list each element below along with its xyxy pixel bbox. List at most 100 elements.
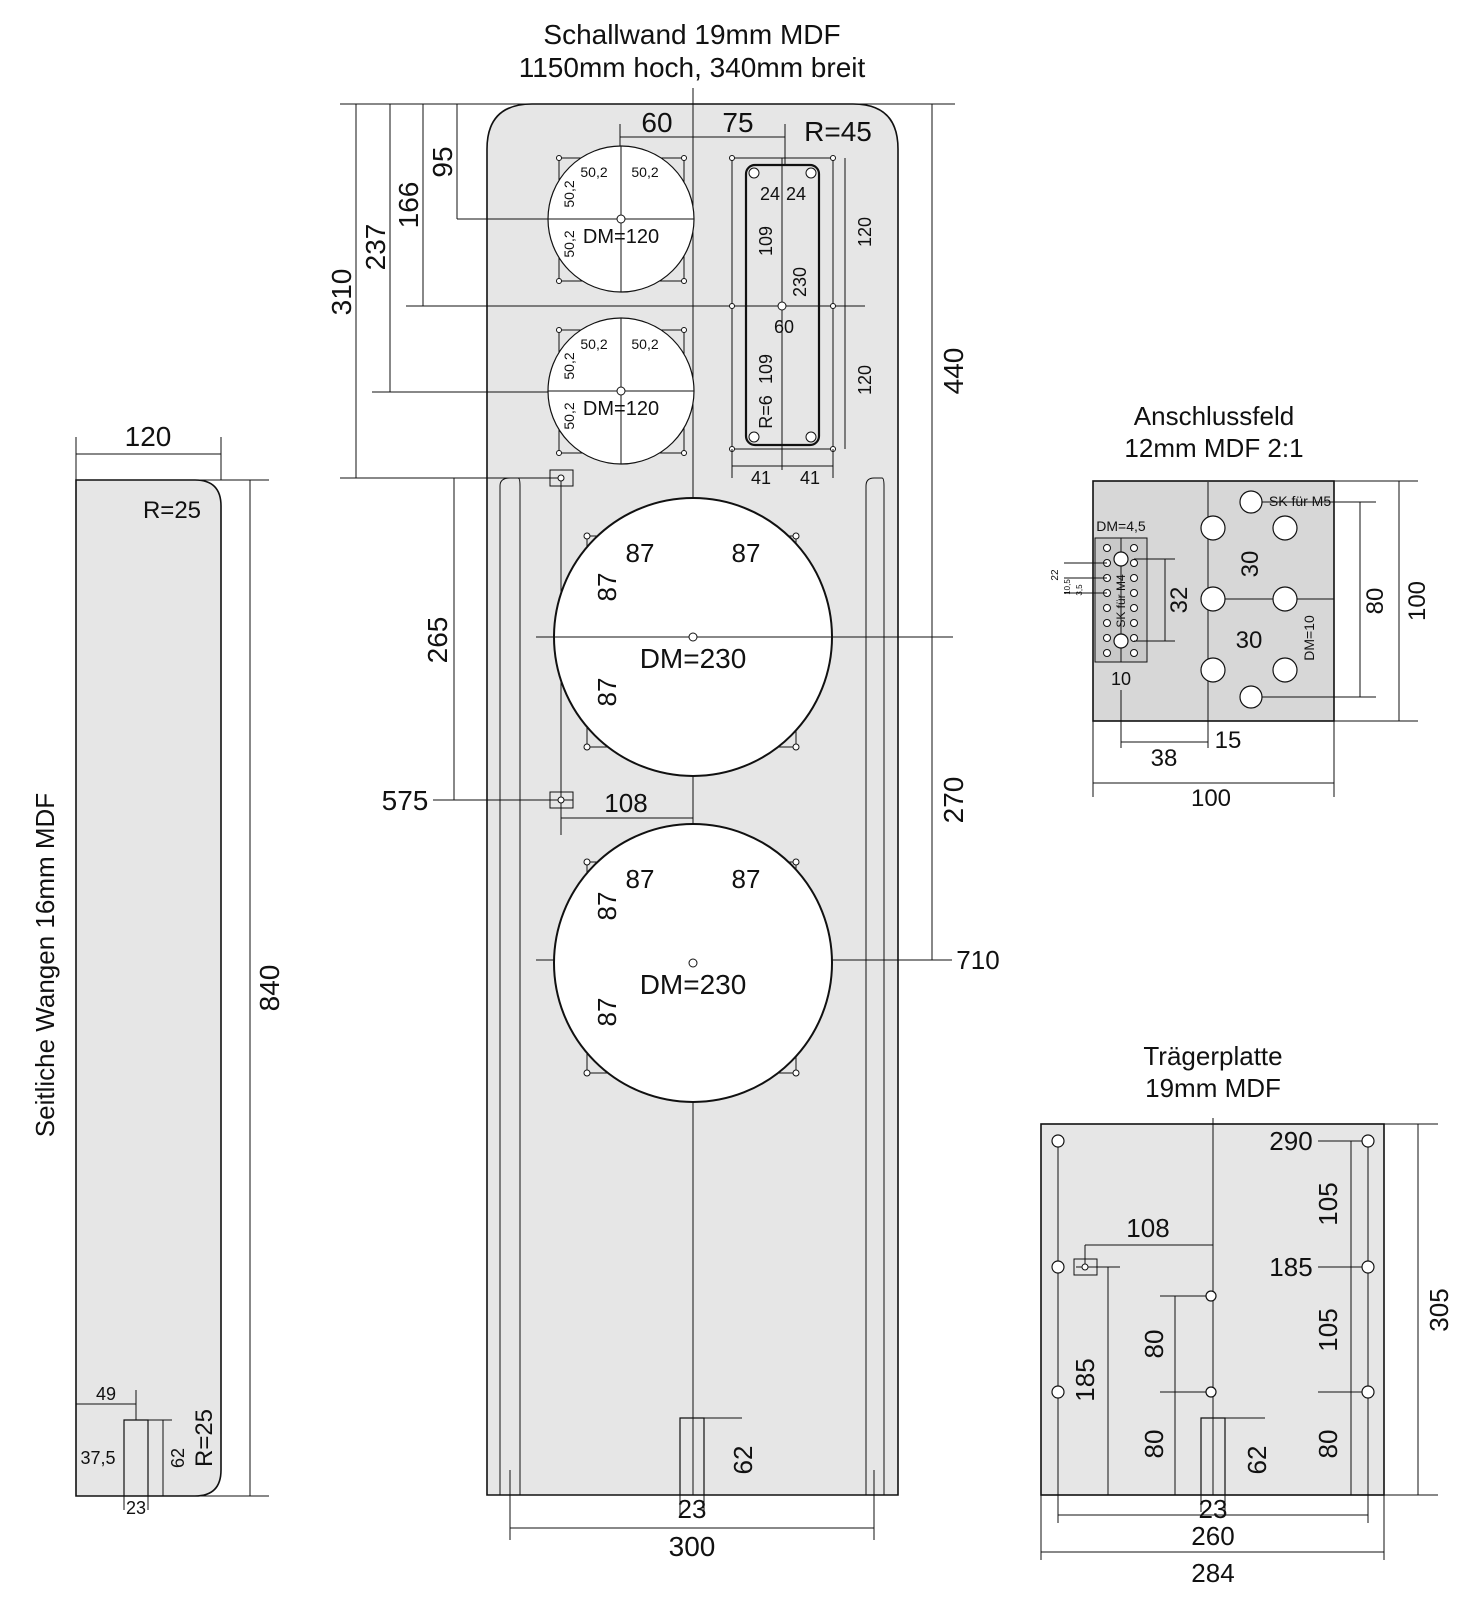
tweeter-cutout-lower: 50,2 50,2 50,2 50,2 DM=120	[547, 317, 695, 465]
anschluss-dim-32: 32	[1166, 587, 1193, 614]
traeger-title: Trägerplatte	[1143, 1041, 1282, 1071]
dim-95: 95	[427, 146, 458, 177]
jack-hole	[1272, 657, 1298, 683]
woofer2-dm-label: DM=230	[640, 969, 747, 1000]
anschluss-dim-35: 3,5	[1075, 584, 1084, 596]
mount-hole	[1361, 1134, 1375, 1148]
tweeter2-dim-502-c: 50,2	[561, 352, 577, 379]
woofer2-dim-87-d: 87	[592, 998, 622, 1027]
dim-23: 23	[678, 1494, 707, 1524]
slot-dim-230: 230	[790, 267, 810, 297]
anschluss-dm45: DM=4,5	[1096, 518, 1146, 534]
wangen-panel-drawing: Seitliche Wangen 16mm MDF 120 R=25 840 4…	[30, 421, 285, 1518]
traeger-dim-23: 23	[1199, 1494, 1228, 1524]
traeger-dim-80-b: 80	[1139, 1430, 1169, 1459]
mount-hole	[1051, 1134, 1065, 1148]
slot-dim-120-b: 120	[855, 365, 875, 395]
jack-hole	[1200, 657, 1226, 683]
anschluss-dim-22: 22	[1050, 569, 1061, 581]
anschluss-sk-m5: SK für M5	[1269, 493, 1331, 509]
slot-dim-41-b: 41	[800, 468, 820, 488]
traeger-dim-284: 284	[1191, 1558, 1234, 1588]
tweeter-dim-502-a: 50,2	[580, 164, 607, 180]
woofer-dim-87-a: 87	[626, 538, 655, 568]
mount-hole	[1205, 1290, 1217, 1302]
slot-r6: R=6	[756, 395, 776, 429]
traeger-dim-62: 62	[1242, 1446, 1272, 1475]
wangen-dim-120: 120	[125, 421, 172, 452]
dim-440: 440	[938, 348, 969, 395]
dim-108: 108	[604, 788, 647, 818]
dim-166: 166	[393, 182, 424, 229]
traeger-dim-80-right: 80	[1313, 1430, 1343, 1459]
dim-310: 310	[326, 269, 357, 316]
traeger-dim-105-a: 105	[1313, 1182, 1343, 1225]
traeger-dim-185-left: 185	[1070, 1358, 1100, 1401]
traeger-dim-185-right: 185	[1269, 1252, 1312, 1282]
tweeter-dim-502-c: 50,2	[561, 180, 577, 207]
tweeter-dim-502-b: 50,2	[631, 164, 658, 180]
woofer2-dim-87-b: 87	[732, 864, 761, 894]
woofer-cutout-upper: 87 87 87 87 DM=230	[536, 497, 953, 777]
jack-hole	[1200, 515, 1226, 541]
traeger-dim-305: 305	[1424, 1288, 1454, 1331]
slot-dim-120-a: 120	[855, 217, 875, 247]
mount-hole	[1361, 1260, 1375, 1274]
dim-300: 300	[669, 1531, 716, 1562]
slot-dim-24-b: 24	[786, 184, 806, 204]
woofer2-dim-87-c: 87	[592, 892, 622, 921]
mount-hole	[1361, 1385, 1375, 1399]
jack-hole	[1200, 586, 1226, 612]
anschluss-dim-10: 10	[1111, 669, 1131, 689]
woofer2-dim-87-a: 87	[626, 864, 655, 894]
tweeter-dm-label: DM=120	[583, 226, 659, 248]
dim-270: 270	[938, 777, 969, 824]
anschluss-dim-80: 80	[1362, 588, 1389, 615]
tweeter2-dim-502-a: 50,2	[580, 336, 607, 352]
anschluss-dim-100-v: 100	[1404, 581, 1431, 621]
jack-hole	[1272, 515, 1298, 541]
traeger-subtitle: 19mm MDF	[1145, 1073, 1281, 1103]
mount-hole	[1205, 1386, 1217, 1398]
wangen-dim-49: 49	[96, 1384, 116, 1404]
traeger-dim-260: 260	[1191, 1521, 1234, 1551]
dim-62: 62	[728, 1446, 758, 1475]
wangen-dim-62: 62	[168, 1448, 188, 1468]
traegerplatte-drawing: Trägerplatte 19mm MDF	[1040, 1041, 1454, 1588]
wangen-r25-bottom: R=25	[191, 1409, 218, 1467]
schallwand-title: Schallwand 19mm MDF	[543, 19, 840, 50]
anschlussfeld-drawing: Anschlussfeld 12mm MDF 2:1	[1050, 401, 1431, 812]
woofer-cutout-lower: 87 87 87 87 DM=230	[553, 823, 833, 1103]
anschluss-dim-105: 10,5	[1063, 579, 1072, 595]
dim-r45: R=45	[804, 116, 872, 147]
slot-dim-41-a: 41	[751, 468, 771, 488]
tweeter-cutout-upper: 50,2 50,2 50,2 50,2 DM=120	[547, 145, 695, 293]
woofer-dim-87-c: 87	[592, 573, 622, 602]
anschluss-dm10: DM=10	[1301, 615, 1317, 661]
jack-hole	[1239, 490, 1263, 514]
dim-265: 265	[422, 617, 453, 664]
dim-237: 237	[360, 224, 391, 271]
jack-hole	[1239, 685, 1263, 709]
wangen-dim-23: 23	[126, 1498, 146, 1518]
tweeter2-dm-label: DM=120	[583, 398, 659, 420]
jack-hole	[1272, 586, 1298, 612]
anschluss-dim-30-b: 30	[1236, 627, 1263, 654]
traeger-dim-108: 108	[1126, 1213, 1169, 1243]
anschluss-dim-100-h: 100	[1191, 785, 1231, 812]
anschluss-dim-30-a: 30	[1237, 551, 1264, 578]
tweeter2-dim-502-b: 50,2	[631, 336, 658, 352]
anschluss-dim-15: 15	[1215, 727, 1242, 754]
slot-dim-24-a: 24	[760, 184, 780, 204]
woofer-dm-label: DM=230	[640, 643, 747, 674]
anschluss-sk-m4: SK für M4	[1114, 574, 1128, 628]
dim-710: 710	[956, 945, 999, 975]
mount-hole	[1051, 1385, 1065, 1399]
wangen-r25-top: R=25	[143, 497, 201, 524]
anschluss-title: Anschlussfeld	[1134, 401, 1294, 431]
wangen-outline	[75, 479, 222, 1497]
dim-575: 575	[382, 785, 429, 816]
ribbon-slot-cutout: 24 24 109 109 230 60 R=6 120 120 41 41	[729, 155, 875, 488]
traeger-dim-80-a: 80	[1139, 1330, 1169, 1359]
